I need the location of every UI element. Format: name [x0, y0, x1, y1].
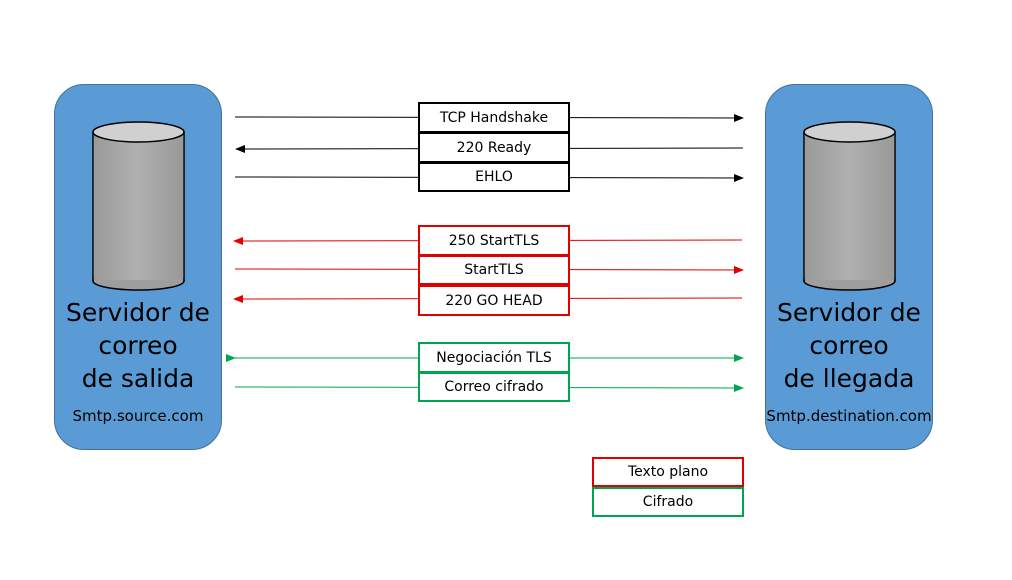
message-negociacion-tls: Negociación TLS	[418, 342, 570, 373]
source-server-name: Servidor de correo de salida	[66, 298, 210, 393]
message-correo-cifrado: Correo cifrado	[418, 372, 570, 402]
message-220-go-head: 220 GO HEAD	[418, 285, 570, 316]
message-tcp-handshake: TCP Handshake	[418, 102, 570, 133]
message-250-starttls: 250 StartTLS	[418, 225, 570, 256]
destination-server: Servidor de correo de llegada Smtp.desti…	[765, 84, 933, 450]
message-220-ready: 220 Ready	[418, 132, 570, 163]
source-database-icon	[92, 121, 185, 291]
message-starttls: StartTLS	[418, 255, 570, 285]
legend-encrypted: Cifrado	[592, 487, 744, 517]
destination-database-icon	[803, 121, 896, 291]
destination-server-name: Servidor de correo de llegada	[777, 298, 921, 393]
message-ehlo: EHLO	[418, 162, 570, 192]
source-server-host: Smtp.source.com	[72, 407, 204, 425]
legend-plain-text: Texto plano	[592, 457, 744, 487]
destination-server-host: Smtp.destination.com	[766, 407, 932, 425]
